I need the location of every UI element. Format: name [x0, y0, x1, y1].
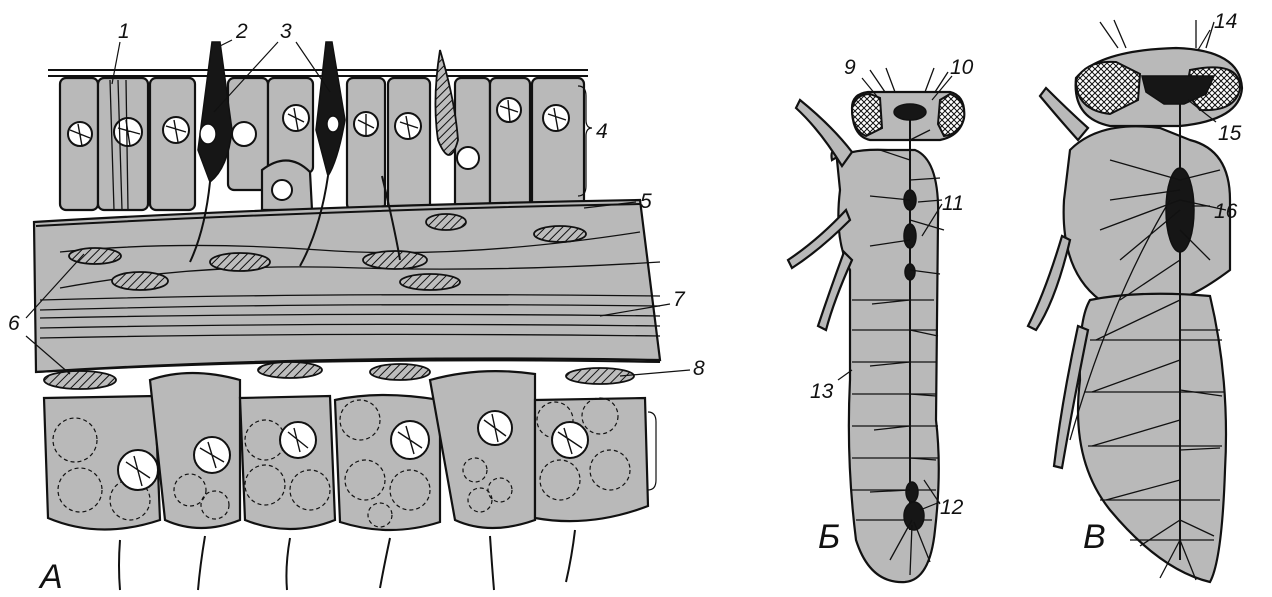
panel-letter-c: В: [1083, 518, 1106, 556]
label-10: 10: [950, 56, 974, 79]
epidermis-layer: [48, 42, 588, 210]
panel-b-larva: [788, 68, 964, 582]
label-1: 1: [118, 20, 130, 43]
panel-letter-b: Б: [818, 518, 840, 556]
label-8: 8: [693, 357, 705, 380]
label-5: 5: [640, 190, 652, 213]
label-14: 14: [1214, 10, 1237, 33]
label-2: 2: [235, 20, 248, 43]
label-13: 13: [810, 380, 834, 403]
label-3: 3: [280, 20, 292, 43]
gut-epithelium-layer: [44, 371, 648, 590]
label-11: 11: [942, 192, 964, 215]
label-4: 4: [596, 120, 608, 143]
label-15: 15: [1218, 122, 1242, 145]
label-16: 16: [1214, 200, 1238, 223]
panel-letter-a: А: [38, 558, 63, 596]
panel-c-adult: [1028, 20, 1242, 582]
panel-a-tissue-section: [34, 42, 660, 590]
label-9: 9: [844, 56, 856, 79]
label-12: 12: [940, 496, 964, 519]
label-7: 7: [673, 288, 686, 311]
label-6: 6: [8, 312, 20, 335]
